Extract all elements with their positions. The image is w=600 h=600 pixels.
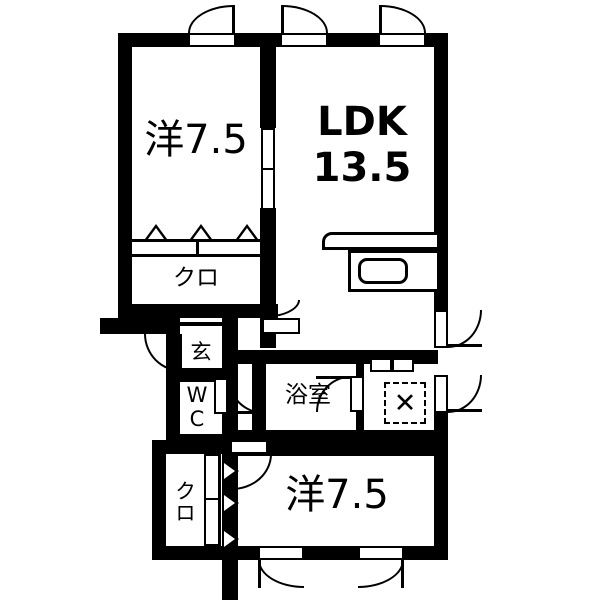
door-leaf-ldk-top-left [281,5,284,33]
door-wc[interactable] [214,378,228,414]
door-bathroom[interactable] [350,376,364,412]
door-leaf-lower-bottom-left [258,560,261,588]
label-room-upper-left: 洋7.5 [144,117,248,163]
wall-lower-room-top [238,444,438,456]
door-leaf-right-lower [448,409,482,412]
door-leaf-right-upper [448,344,482,347]
door-leaf-lower-bottom-right [401,560,404,588]
window-lower-bottom-right[interactable] [358,546,404,560]
door-arc-lower-bottom-right [358,560,404,588]
door-arc-right-upper [448,310,482,348]
closet-upper-door-split [196,239,199,257]
door-lower-room-entry[interactable] [230,440,268,454]
window-ldk-top-left[interactable] [280,33,328,47]
wall-genkan-left [166,318,180,380]
door-arc-lower-bottom-left [258,560,304,588]
door-leaf-wc [228,411,264,414]
door-leaf-bathroom [316,376,350,379]
door-arc-right-lower [448,375,482,413]
wall-upper-left-left [118,33,132,318]
door-right-upper[interactable] [434,310,448,348]
wall-lower-room-right [434,413,448,558]
label-ldk-size: 13.5 [312,145,412,191]
sliding-door-panel-a[interactable] [261,128,275,170]
window-upper-left-top[interactable] [188,33,236,47]
wall-bathroom-left [252,350,266,432]
door-leaf-upper-left-top [232,5,235,33]
closet-lower-arrow-2 [224,492,239,514]
door-arc-hall-to-ldk [262,300,300,318]
wall-lower-left-top [152,440,238,454]
door-arc-upper-left-top [188,5,234,33]
door-leaf-ldk-top-right [379,5,382,33]
label-ldk-title: LDK [317,99,407,145]
label-closet-lower: クロ [172,480,197,524]
window-lower-bottom-left[interactable] [258,546,304,560]
washroom-vanity-left [370,358,392,372]
door-arc-ldk-top-left [282,5,328,33]
washing-machine-space [384,382,426,424]
door-leaf-entrance [179,334,182,372]
sliding-door-panel-b[interactable] [261,168,275,210]
wall-bathroom-right [356,364,364,376]
label-room-lower: 洋7.5 [285,472,389,518]
window-ldk-top-right[interactable] [378,33,426,47]
label-toilet-w: W [186,382,208,407]
washroom-vanity-right [392,358,414,372]
washing-machine-x-icon: ✕ [393,387,417,418]
door-hall-to-ldk[interactable] [262,318,300,334]
genkan-threshold [180,322,222,326]
kitchen-sink-basin [358,258,408,284]
closet-upper-arrow-2 [190,224,212,239]
entrance-step-line [110,322,162,327]
wall-bathroom-bottom [238,430,438,444]
wall-upper-left-right [260,33,276,128]
label-closet-upper: クロ [173,264,219,291]
wall-washroom-divider [356,412,364,432]
door-arc-ldk-top-right [380,5,426,33]
label-toilet-c: C [189,406,205,431]
door-right-lower[interactable] [434,375,448,413]
closet-lower-door-panel-b[interactable] [204,498,220,546]
closet-upper-arrow-3 [236,224,258,239]
closet-lower-arrow-3 [224,528,239,550]
closet-lower-door-panel-a[interactable] [204,454,220,500]
wall-wc-left [166,368,180,448]
kitchen-counter [322,232,440,250]
kitchen-sink-unit [348,250,440,292]
closet-upper-arrow-1 [145,224,167,239]
label-entrance: 玄 [190,339,212,364]
wall-upper-left-right-lower [260,208,276,318]
wall-upper-left-bottom [118,304,278,318]
wall-lower-room-left [152,440,166,560]
